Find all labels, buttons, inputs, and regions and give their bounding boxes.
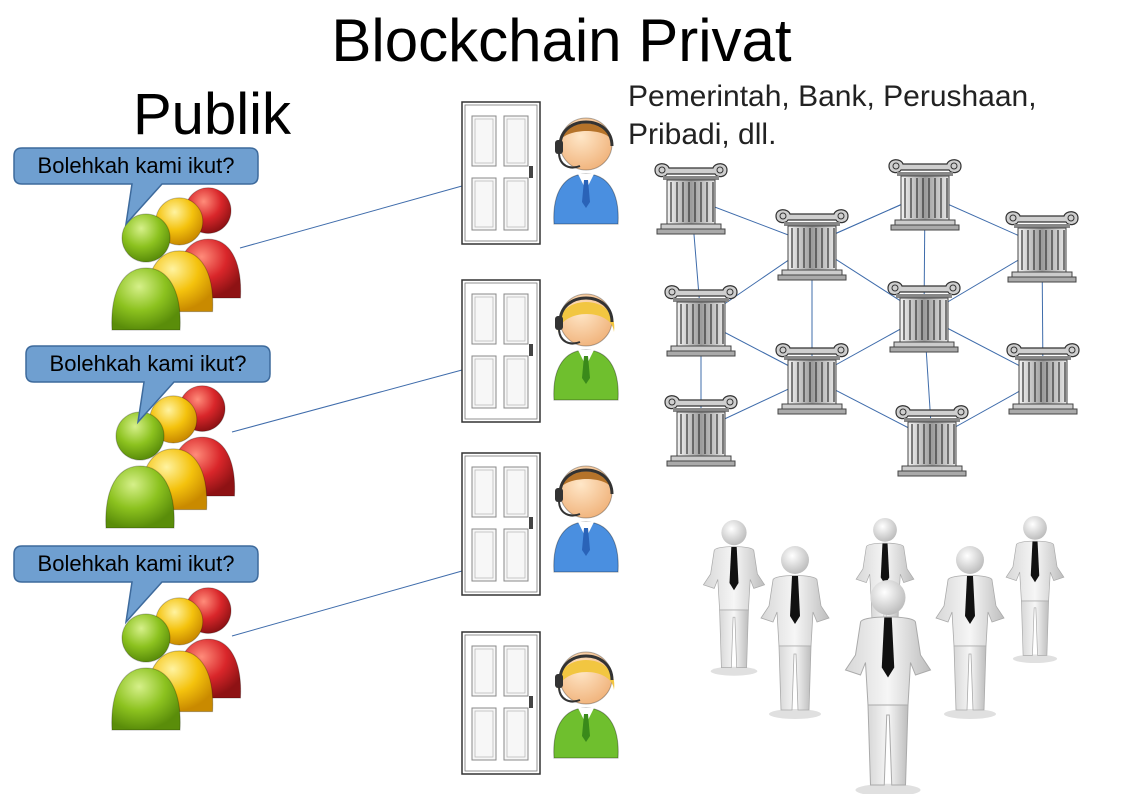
network-links — [690, 193, 1044, 441]
column-pillar-icon — [654, 163, 728, 235]
private-participants-label: Pemerintah, Bank, Perushaan, Pribadi, dl… — [628, 78, 1037, 154]
column-pillar-icon — [895, 405, 969, 477]
column-pillar-icon — [664, 285, 738, 357]
private-participants-line-2: Pribadi, dll. — [628, 118, 777, 151]
operator-headset-icon — [553, 465, 619, 573]
page-title: Blockchain Privat — [331, 7, 792, 74]
column-pillar-icon — [664, 395, 738, 467]
door-icon — [461, 279, 541, 423]
business-person — [1005, 516, 1065, 664]
gatekeepers — [553, 117, 619, 759]
business-person — [702, 520, 766, 676]
business-person — [935, 546, 1005, 719]
business-people-icon — [702, 516, 1065, 794]
connector-line — [231, 369, 463, 433]
column-pillar-icon — [888, 159, 962, 231]
speech-bubble-text: Bolehkah kami ikut? — [38, 153, 235, 178]
network-nodes — [654, 159, 1080, 477]
operator-headset-icon — [553, 651, 619, 759]
public-groups — [105, 187, 242, 731]
operator-headset-icon — [553, 293, 619, 401]
business-person — [760, 546, 830, 719]
people-group-icon — [111, 587, 242, 731]
business-person — [844, 580, 932, 794]
speech-bubble: Bolehkah kami ikut? — [25, 345, 271, 425]
door-icon — [461, 452, 541, 596]
speech-bubble-text: Bolehkah kami ikut? — [50, 351, 247, 376]
column-pillar-icon — [775, 343, 849, 415]
column-pillar-icon — [1005, 211, 1079, 283]
speech-bubble: Bolehkah kami ikut? — [13, 147, 259, 227]
connector-lines — [231, 185, 463, 637]
public-label: Publik — [133, 82, 291, 147]
people-group-icon — [105, 385, 236, 529]
door-icon — [461, 101, 541, 245]
speech-bubble-text: Bolehkah kami ikut? — [38, 551, 235, 576]
doors — [461, 101, 541, 775]
column-pillar-icon — [775, 209, 849, 281]
column-pillar-icon — [887, 281, 961, 353]
connector-line — [231, 570, 463, 637]
speech-bubble: Bolehkah kami ikut? — [13, 545, 259, 625]
people-group-icon — [111, 187, 242, 331]
private-participants-line-1: Pemerintah, Bank, Perushaan, — [628, 80, 1037, 113]
door-icon — [461, 631, 541, 775]
column-pillar-icon — [1006, 343, 1080, 415]
connector-line — [239, 185, 463, 249]
operator-headset-icon — [553, 117, 619, 225]
speech-bubbles: Bolehkah kami ikut? Bolehkah kami ikut? Bo… — [13, 147, 271, 625]
